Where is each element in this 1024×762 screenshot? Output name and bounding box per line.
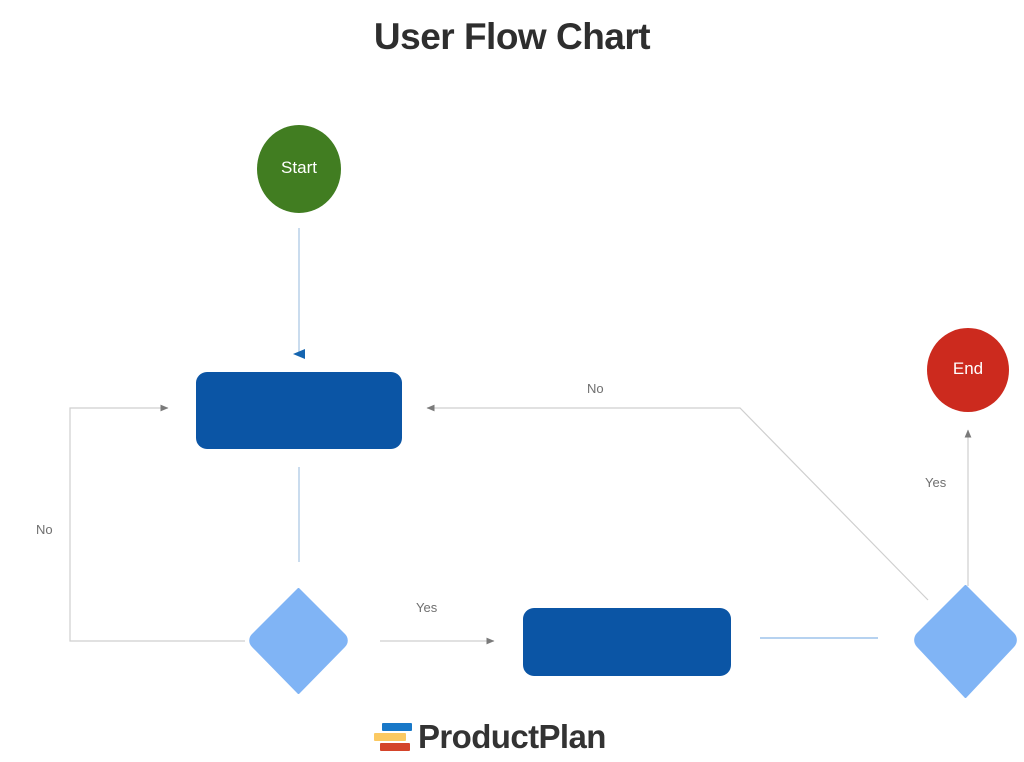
edge-label-no-top: No — [587, 381, 604, 396]
node-decision-1[interactable] — [249, 587, 348, 695]
productplan-logo-icon — [374, 720, 412, 754]
edge-decision2-to-process1-no — [426, 404, 929, 601]
node-process-1[interactable] — [196, 372, 402, 449]
edge-label-yes-right: Yes — [925, 475, 947, 490]
node-end[interactable] — [927, 328, 1009, 412]
node-decision-2[interactable] — [914, 584, 1017, 699]
node-process-2[interactable] — [523, 608, 731, 676]
edge-decision1-to-process1-no — [69, 404, 245, 642]
edge-label-yes-middle: Yes — [416, 600, 438, 615]
node-start[interactable] — [257, 125, 341, 213]
edge-label-no-left: No — [36, 522, 53, 537]
productplan-wordmark: ProductPlan — [418, 718, 606, 755]
page-title: User Flow Chart — [373, 16, 651, 57]
logo-bar-blue-icon — [382, 723, 412, 731]
productplan-logo: ProductPlan — [374, 716, 606, 758]
logo-bar-red-icon — [380, 743, 410, 751]
logo-bar-yellow-icon — [374, 733, 406, 741]
